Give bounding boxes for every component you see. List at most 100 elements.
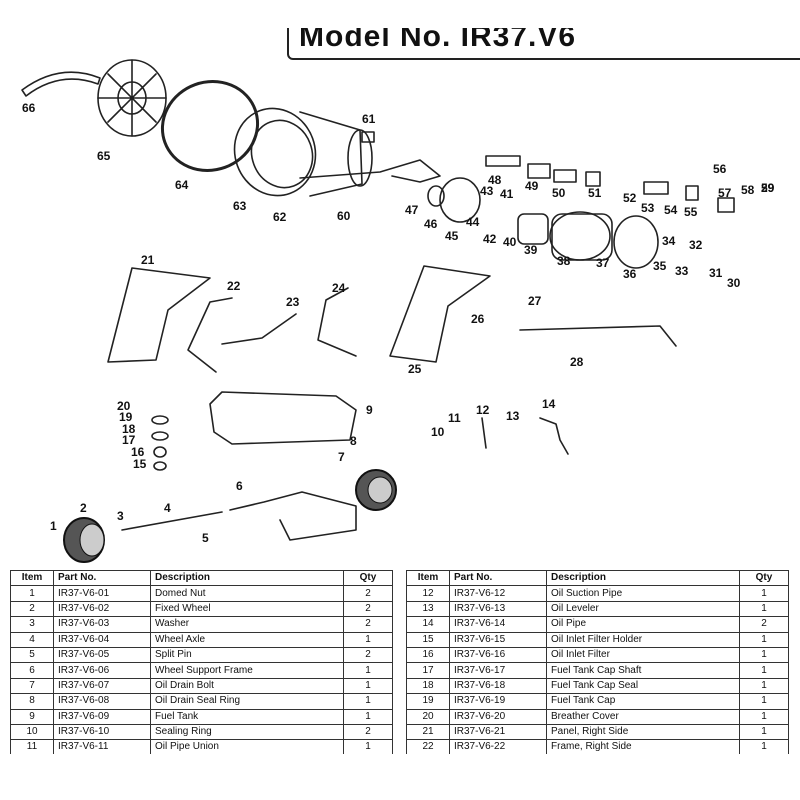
callout: 46 <box>424 217 438 231</box>
part-no-cell: IR37-V6-15 <box>449 631 547 648</box>
callout: 1 <box>50 519 57 533</box>
callout: 33 <box>675 264 689 278</box>
qty-cell: 1 <box>343 693 393 710</box>
callout: 26 <box>471 312 485 326</box>
item-cell: 4 <box>10 631 54 648</box>
part-no-cell: IR37-V6-14 <box>449 616 547 633</box>
callout: 22 <box>227 279 241 293</box>
part-no-cell: IR37-V6-11 <box>53 739 151 756</box>
part-no-cell: IR37-V6-12 <box>449 585 547 602</box>
frame-24 <box>317 287 357 357</box>
item-cell: 13 <box>406 600 450 618</box>
part-51 <box>585 171 601 187</box>
description-cell: Fuel Tank Cap Shaft <box>546 662 740 679</box>
callout: 37 <box>596 256 610 270</box>
item-cell: 3 <box>10 616 54 633</box>
callout: 23 <box>286 295 300 309</box>
exploded-parts-diagram: 1 2 3 4 5 6 7 8 9 10 11 12 13 14 15 16 1… <box>21 59 775 563</box>
callout: 8 <box>350 434 357 448</box>
shroud-inner <box>250 119 314 189</box>
qty-cell: 1 <box>739 677 789 695</box>
frame-28 <box>519 325 677 347</box>
part-no-cell: IR37-V6-18 <box>449 677 547 695</box>
callout: 66 <box>22 101 36 115</box>
item-cell: 18 <box>406 677 450 695</box>
item-cell: 22 <box>406 739 450 756</box>
callout: 24 <box>332 281 346 295</box>
callout: 17 <box>122 433 136 447</box>
description-cell: Wheel Support Frame <box>150 662 344 679</box>
item-cell: 14 <box>406 616 450 633</box>
bracket-61 <box>361 131 375 143</box>
col-item: Item <box>10 569 54 587</box>
qty-cell: 2 <box>343 600 393 618</box>
qty-cell: 2 <box>739 616 789 633</box>
bracket-48 <box>485 155 521 167</box>
wheel-right <box>355 469 397 511</box>
page-title: Model No. IR37.V6 <box>287 28 800 60</box>
callout: 15 <box>133 457 147 471</box>
callout: 6 <box>236 479 243 493</box>
pipe-12 <box>481 417 487 449</box>
callout: 21 <box>141 253 155 267</box>
qty-cell: 1 <box>739 723 789 741</box>
callout: 4 <box>164 501 171 515</box>
item-cell: 2 <box>10 600 54 618</box>
item-cell: 17 <box>406 662 450 679</box>
item-cell: 21 <box>406 723 450 741</box>
callout: 63 <box>233 199 247 213</box>
callout: 42 <box>483 232 497 246</box>
qty-cell: 1 <box>739 646 789 664</box>
table-header-row: Item Part No. Description Qty <box>406 569 789 587</box>
callout: 47 <box>405 203 419 217</box>
panel-25 <box>389 265 491 363</box>
part-no-cell: IR37-V6-06 <box>53 662 151 679</box>
description-cell: Fuel Tank Cap <box>546 693 740 710</box>
qty-cell: 2 <box>343 585 393 602</box>
part-no-cell: IR37-V6-05 <box>53 646 151 664</box>
frame-23 <box>221 313 297 345</box>
part-no-cell: IR37-V6-20 <box>449 708 547 725</box>
callout: 61 <box>362 112 376 126</box>
part-no-cell: IR37-V6-09 <box>53 708 151 725</box>
motor-body <box>551 213 613 261</box>
part-no-cell: IR37-V6-21 <box>449 723 547 741</box>
part-49 <box>527 163 551 179</box>
description-cell: Washer <box>150 616 344 633</box>
callout: 18 <box>122 422 136 436</box>
callout: 25 <box>408 362 422 376</box>
callout: 38 <box>557 254 571 268</box>
cap-20 <box>151 415 169 425</box>
callout: 16 <box>131 445 145 459</box>
col-item: Item <box>406 569 450 587</box>
description-cell: Sealing Ring <box>150 723 344 741</box>
page-cutoff <box>0 754 800 800</box>
callout: 11 <box>448 411 461 425</box>
ring-47 <box>427 185 445 207</box>
item-cell: 5 <box>10 646 54 664</box>
item-cell: 6 <box>10 662 54 679</box>
fuel-tank <box>209 391 357 445</box>
description-cell: Split Pin <box>150 646 344 664</box>
part-no-cell: IR37-V6-04 <box>53 631 151 648</box>
item-cell: 1 <box>10 585 54 602</box>
item-cell: 16 <box>406 646 450 664</box>
item-cell: 8 <box>10 693 54 710</box>
part-no-cell: IR37-V6-19 <box>449 693 547 710</box>
callout: 56 <box>713 162 727 176</box>
part-no-cell: IR37-V6-07 <box>53 677 151 695</box>
callout: 65 <box>97 149 111 163</box>
description-cell: Fuel Tank <box>150 708 344 725</box>
callout: 28 <box>570 355 584 369</box>
